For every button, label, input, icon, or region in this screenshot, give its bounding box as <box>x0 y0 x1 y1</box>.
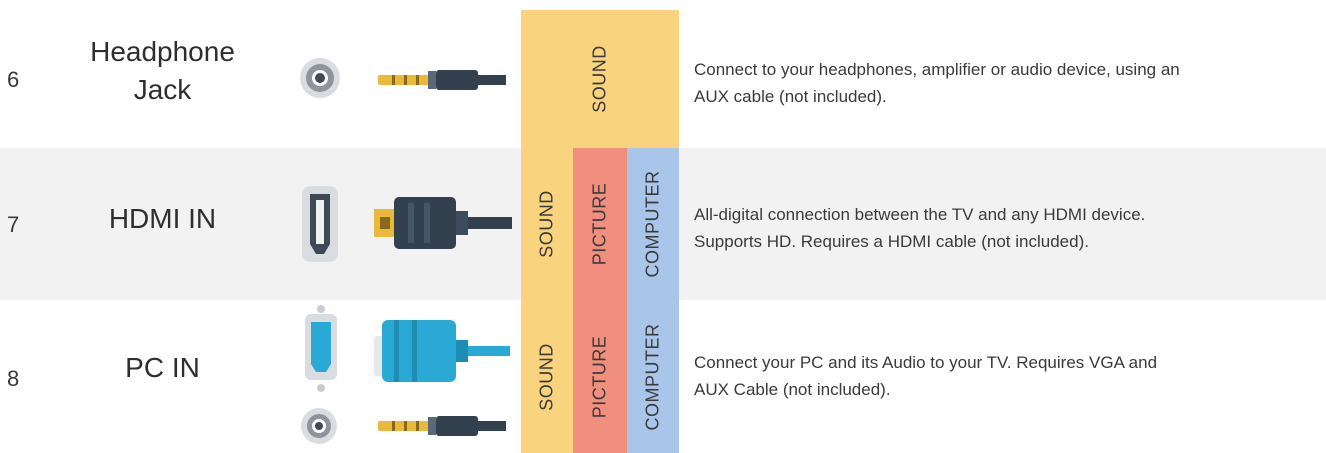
picture-band: PICTURE <box>573 148 627 300</box>
description-line: AUX cable (not included). <box>694 87 887 106</box>
connection-description: Connect to your headphones, amplifier or… <box>694 56 1314 110</box>
connection-name: Headphone Jack <box>60 33 265 109</box>
picture-label: PICTURE <box>589 182 610 266</box>
picture-band: PICTURE <box>573 300 627 453</box>
row-number: 6 <box>7 67 20 92</box>
connection-description: Connect your PC and its Audio to your TV… <box>694 349 1314 403</box>
computer-band: COMPUTER <box>627 148 679 300</box>
connection-name: PC IN <box>60 349 265 387</box>
sound-band: SOUND <box>521 10 679 148</box>
computer-label: COMPUTER <box>642 170 663 278</box>
connection-name: HDMI IN <box>60 200 265 238</box>
connection-name-line: PC IN <box>125 352 200 383</box>
computer-label: COMPUTER <box>642 323 663 430</box>
vga-port-icon <box>305 305 337 392</box>
description-line: AUX Cable (not included). <box>694 380 891 399</box>
headphone-jack-port-icon <box>300 58 340 98</box>
sound-band: SOUND <box>521 148 573 300</box>
row-number: 8 <box>7 366 20 391</box>
aux-cable-icon <box>378 416 506 436</box>
description-line: All-digital connection between the TV an… <box>694 205 1146 224</box>
audio-jack-port-icon <box>301 408 337 444</box>
connection-description: All-digital connection between the TV an… <box>694 201 1314 255</box>
sound-label: SOUND <box>536 190 557 258</box>
description-line: Connect your PC and its Audio to your TV… <box>694 353 1158 372</box>
hdmi-cable-icon <box>374 197 512 249</box>
picture-label: PICTURE <box>589 335 610 418</box>
computer-band: COMPUTER <box>627 300 679 453</box>
vga-cable-icon <box>374 320 510 382</box>
sound-label: SOUND <box>589 45 610 113</box>
connection-name-line: HDMI IN <box>108 203 217 234</box>
hdmi-port-icon <box>302 186 338 262</box>
connection-name-line: Headphone <box>90 36 235 67</box>
connection-row-headphone: 6 Headphone Jack SOUND Connect to your h… <box>0 0 1326 148</box>
aux-cable-icon <box>378 70 506 90</box>
description-line: Supports HD. Requires a HDMI cable (not … <box>694 232 1089 251</box>
description-line: Connect to your headphones, amplifier or… <box>694 60 1180 79</box>
connection-name-line: Jack <box>133 74 192 105</box>
sound-label: SOUND <box>536 342 557 411</box>
row-number: 7 <box>7 212 20 237</box>
connection-row-pc: 8 PC IN SOUND PICTURE COMPUTER <box>0 300 1326 453</box>
sound-band: SOUND <box>521 300 573 453</box>
connection-row-hdmi: 7 HDMI IN SOUND PICTURE COMPUTER All-dig… <box>0 148 1326 300</box>
